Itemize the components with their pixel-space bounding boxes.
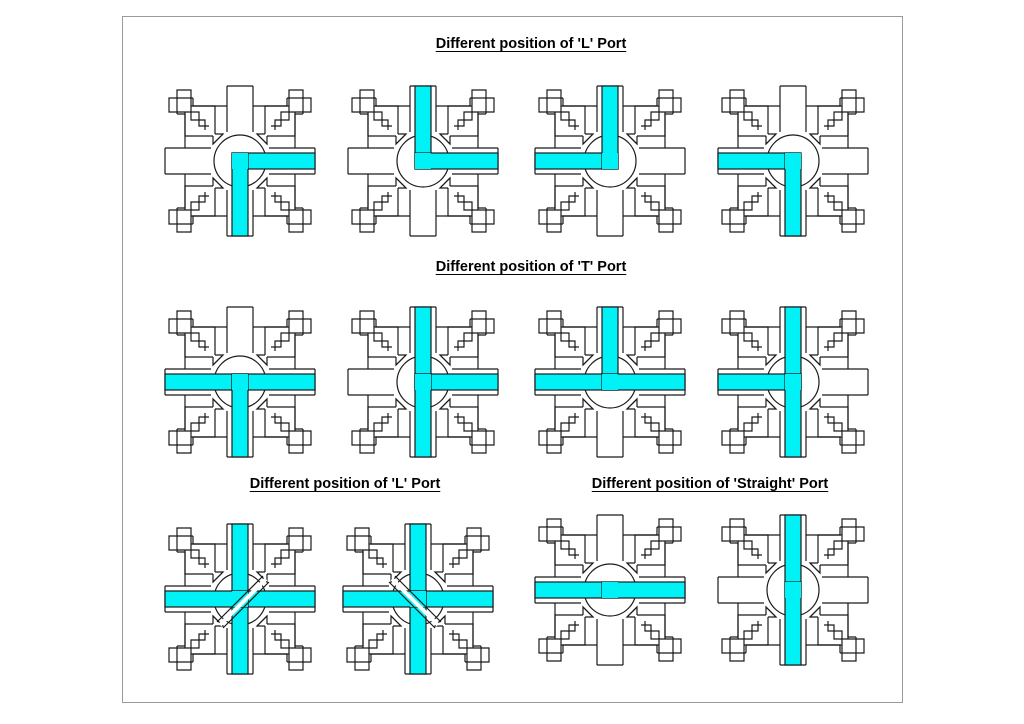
valve-l-port-cross-nw-se-drawing bbox=[342, 523, 494, 675]
port-junction bbox=[785, 582, 801, 598]
port-divider-gap bbox=[218, 577, 268, 627]
port-passage bbox=[164, 373, 316, 458]
valve-l-port-north-east-drawing bbox=[347, 85, 499, 237]
valve-t-port-north-west-south-drawing bbox=[717, 306, 869, 458]
valve-t-port-west-east-south bbox=[164, 306, 316, 458]
valve-l-port-cross-sw-ne-drawing bbox=[164, 523, 316, 675]
valve-straight-port-horizontal-drawing bbox=[534, 514, 686, 666]
valve-t-port-north-west-east bbox=[534, 306, 686, 458]
valve-l-port-cross-sw-ne bbox=[164, 523, 316, 675]
port-passage bbox=[534, 581, 686, 599]
port-junction bbox=[602, 374, 618, 390]
valve-t-port-north-west-south bbox=[717, 306, 869, 458]
valve-l-port-cross-nw-se bbox=[342, 523, 494, 675]
body-side-w bbox=[347, 318, 408, 446]
valve-straight-port-vertical bbox=[717, 514, 869, 666]
port-junction bbox=[415, 153, 431, 169]
body-side-w bbox=[164, 97, 225, 225]
valve-body bbox=[717, 514, 869, 666]
body-side-w bbox=[717, 526, 778, 654]
port-junction bbox=[232, 374, 248, 390]
port-passage bbox=[231, 152, 316, 237]
valve-body bbox=[717, 85, 869, 237]
port-passage bbox=[784, 514, 802, 666]
body-side-w bbox=[347, 97, 408, 225]
port-passage bbox=[414, 85, 499, 170]
valve-t-port-north-east-south-drawing bbox=[347, 306, 499, 458]
diagram-frame bbox=[122, 16, 903, 703]
section-title-l-port-cross: Different position of 'L' Port bbox=[249, 476, 441, 492]
port-junction bbox=[785, 374, 801, 390]
port-passage bbox=[534, 306, 686, 391]
port-junction bbox=[602, 582, 618, 598]
port-junction bbox=[415, 374, 431, 390]
valve-l-port-east-south-drawing bbox=[164, 85, 316, 237]
section-title-l-port-4way: Different position of 'L' Port bbox=[435, 36, 627, 52]
valve-t-port-north-west-east-drawing bbox=[534, 306, 686, 458]
section-title-t-port: Different position of 'T' Port bbox=[435, 259, 627, 275]
valve-l-port-east-south bbox=[164, 85, 316, 237]
port-junction bbox=[785, 153, 801, 169]
port-passage bbox=[717, 152, 802, 237]
valve-l-port-west-south bbox=[717, 85, 869, 237]
port-divider-gap bbox=[390, 577, 440, 627]
section-title-straight-port: Different position of 'Straight' Port bbox=[591, 476, 829, 492]
valve-straight-port-vertical-drawing bbox=[717, 514, 869, 666]
valve-body bbox=[164, 523, 316, 675]
port-passage bbox=[534, 85, 619, 170]
valve-body bbox=[347, 306, 499, 458]
port-passage bbox=[414, 306, 499, 458]
port-divider bbox=[216, 575, 270, 629]
valve-l-port-north-east bbox=[347, 85, 499, 237]
valve-t-port-north-east-south bbox=[347, 306, 499, 458]
port-junction bbox=[602, 153, 618, 169]
port-divider bbox=[388, 575, 442, 629]
port-passage bbox=[717, 306, 802, 458]
valve-straight-port-horizontal bbox=[534, 514, 686, 666]
valve-l-port-west-north bbox=[534, 85, 686, 237]
valve-l-port-west-south-drawing bbox=[717, 85, 869, 237]
valve-body bbox=[347, 85, 499, 237]
valve-l-port-west-north-drawing bbox=[534, 85, 686, 237]
port-junction bbox=[232, 153, 248, 169]
valve-t-port-west-east-south-drawing bbox=[164, 306, 316, 458]
